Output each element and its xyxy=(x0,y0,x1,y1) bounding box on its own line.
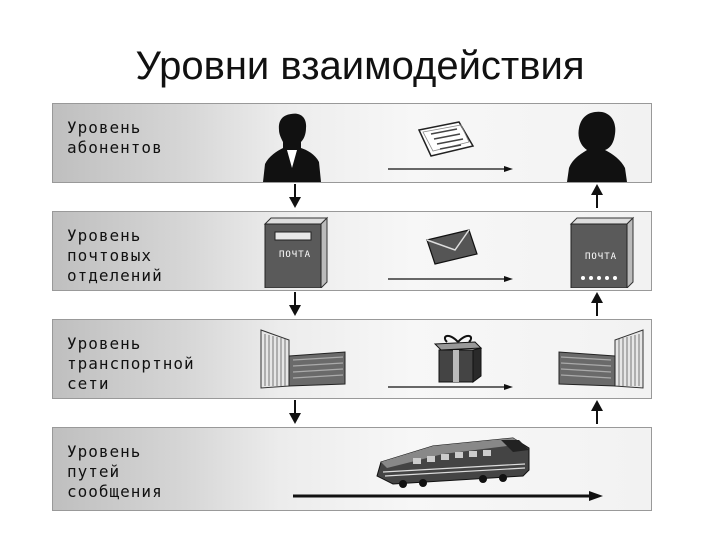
level-label: Уровень путей сообщения xyxy=(67,442,163,501)
mailbox-icon xyxy=(263,216,329,288)
mailbox-icon xyxy=(569,216,635,288)
train-icon xyxy=(376,437,530,488)
transport-terminal-icon xyxy=(260,329,346,389)
flow-arrow xyxy=(388,276,513,282)
down-arrow xyxy=(289,400,301,424)
transport-terminal-icon xyxy=(558,329,644,389)
page-title: Уровни взаимодействия xyxy=(135,44,585,88)
level-label: Уровень почтовых отделений xyxy=(67,226,163,285)
level-transport-network: Уровень транспортной сети xyxy=(52,319,652,399)
flow-arrow xyxy=(388,166,513,172)
woman-silhouette-icon xyxy=(567,111,627,182)
level-communication-routes: Уровень путей сообщения xyxy=(52,427,652,511)
up-arrow xyxy=(591,292,603,316)
mailbox-label: ПОЧТА xyxy=(584,252,618,262)
level-subscribers: Уровень абонентов xyxy=(52,103,652,183)
level-label: Уровень абонентов xyxy=(67,118,163,157)
down-arrow xyxy=(289,184,301,208)
gift-box-icon xyxy=(433,335,483,383)
flow-arrow xyxy=(388,384,513,390)
route-arrow xyxy=(293,491,603,501)
mailbox-label: ПОЧТА xyxy=(278,250,312,260)
level-post-offices: Уровень почтовых отделений ПОЧТА ПОЧТА xyxy=(52,211,652,291)
letter-icon xyxy=(417,121,475,157)
up-arrow xyxy=(591,184,603,208)
down-arrow xyxy=(289,292,301,316)
level-label: Уровень транспортной сети xyxy=(67,334,195,393)
up-arrow xyxy=(591,400,603,424)
envelope-icon xyxy=(426,229,478,265)
man-silhouette-icon xyxy=(263,113,321,182)
